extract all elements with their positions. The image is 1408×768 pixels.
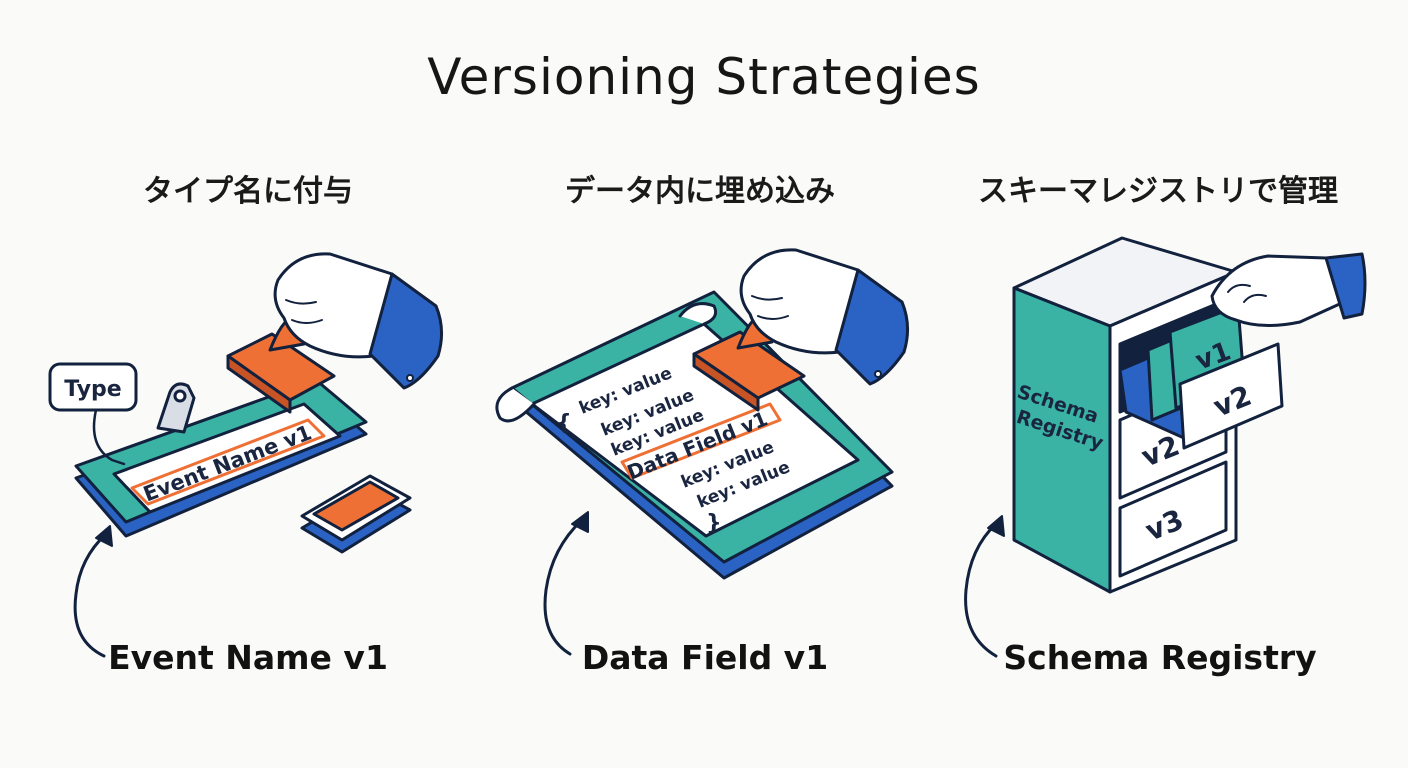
panel-1-heading: タイプ名に付与 (143, 174, 353, 209)
cuff-button (406, 374, 414, 382)
panel-1-illustration (48, 252, 443, 658)
hand3-knuckles (1227, 283, 1267, 303)
type-tag-leader (92, 408, 126, 466)
cuff2-button (874, 370, 882, 378)
cuff2 (834, 268, 909, 386)
hand-finger-lines (285, 299, 323, 324)
data-field-frame (620, 402, 782, 480)
drawer-front-3 (1118, 460, 1228, 578)
hand3 (1210, 254, 1346, 328)
brace-close: } (706, 511, 722, 536)
panel-1-arrow-head (95, 525, 113, 547)
stamp2-side (692, 352, 760, 412)
paper-sheet (530, 322, 860, 538)
hand2-finger-lines (751, 295, 789, 320)
type-tag-box (48, 362, 138, 412)
panel-3-heading: スキーマレジストリで管理 (978, 174, 1338, 209)
panel-1-caption: Event Name v1 (108, 638, 388, 677)
stamp-pad-ink (312, 480, 400, 532)
panel-3-arrow-head (987, 515, 1005, 537)
paper-curl-top (678, 302, 718, 326)
panel-2-illustration (495, 248, 909, 656)
badge-clip-hole (173, 389, 187, 403)
brace-open: { (556, 411, 572, 436)
panel-3-caption: Schema Registry (1003, 638, 1317, 677)
panel-2-arrow-curve (543, 518, 584, 656)
panel-2-arrow-head (571, 511, 589, 533)
open-drawer-front (1178, 342, 1284, 450)
panel-2-caption: Data Field v1 (581, 638, 829, 677)
diagram-title: Versioning Strategies (427, 48, 981, 106)
panel-3-arrow-curve (964, 522, 998, 658)
panel-1-arrow-curve (73, 532, 108, 658)
panel-3-illustration (964, 236, 1367, 658)
paper-curl (495, 386, 536, 423)
badge-name-frame (130, 418, 326, 506)
stamp-block-side (226, 354, 292, 414)
panel-2-heading: データ内に埋め込み (565, 174, 835, 209)
cuff (368, 272, 443, 390)
type-tag-label: Type (64, 377, 121, 402)
cuff3 (1324, 252, 1367, 320)
